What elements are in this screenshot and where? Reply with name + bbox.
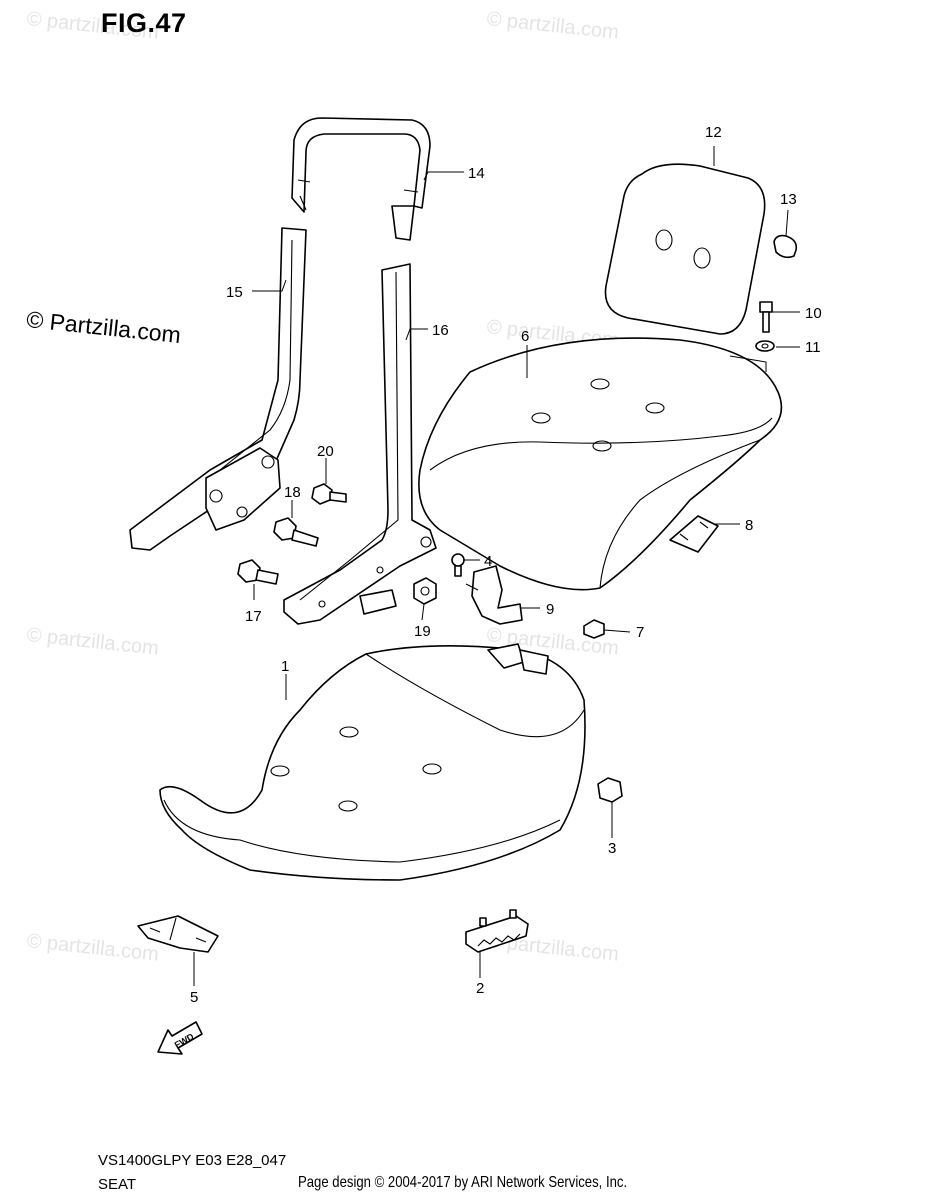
callout-10: 10: [805, 305, 822, 322]
callout-11: 11: [805, 339, 821, 356]
callout-4: 4: [484, 553, 492, 570]
fwd-arrow-icon: FWD: [157, 1021, 203, 1055]
callout-12: 12: [705, 124, 722, 141]
callout-3: 3: [608, 840, 616, 857]
part-9-seat-bracket[interactable]: [465, 565, 523, 625]
callout-15: 15: [226, 284, 243, 301]
part-6-pillion-seat[interactable]: [418, 337, 783, 591]
callout-19: 19: [414, 623, 431, 640]
part-19-nut[interactable]: [413, 577, 437, 605]
callout-6: 6: [521, 328, 529, 345]
part-12-backrest-pad[interactable]: [604, 163, 766, 335]
part-3-nut[interactable]: [597, 777, 623, 803]
callout-13: 13: [780, 191, 797, 208]
part-10-bolt[interactable]: [759, 301, 773, 333]
part-16-backrest-stay-right[interactable]: [283, 263, 437, 625]
callout-8: 8: [745, 517, 753, 534]
leader-lines: [193, 146, 800, 986]
callout-16: 16: [432, 322, 449, 339]
part-14-backrest-handle[interactable]: [291, 117, 431, 241]
part-1-rider-seat[interactable]: [159, 643, 586, 881]
part-11-washer[interactable]: [755, 340, 775, 352]
figure-label: FIG.47: [101, 8, 187, 38]
callout-17: 17: [245, 608, 262, 625]
section-name: SEAT: [98, 1176, 137, 1193]
part-20-bolt[interactable]: [311, 483, 347, 505]
callout-14: 14: [468, 165, 485, 182]
part-18-bolt[interactable]: [273, 517, 319, 547]
part-13-grommet[interactable]: [773, 234, 798, 259]
callout-5: 5: [190, 989, 198, 1006]
model-code: VS1400GLPY E03 E28_047: [98, 1152, 287, 1169]
part-5-seat-plate[interactable]: [137, 915, 219, 953]
part-17-bolt[interactable]: [237, 559, 279, 585]
callout-1: 1: [281, 658, 289, 675]
part-8-bracket[interactable]: [669, 515, 719, 553]
callout-20: 20: [317, 443, 334, 460]
part-2-rubber-damper[interactable]: [465, 909, 529, 953]
part-7-nut[interactable]: [583, 619, 605, 639]
callout-9: 9: [546, 601, 554, 618]
callout-labels: 1 2 3 4 5 6 7 8 9 10 11 12 13 14 15 16 1…: [190, 124, 822, 1006]
part-4-screw[interactable]: [451, 553, 465, 577]
callout-2: 2: [476, 980, 484, 997]
page-credit: Page design © 2004-2017 by ARI Network S…: [298, 1174, 628, 1191]
callout-7: 7: [636, 624, 644, 641]
callout-18: 18: [284, 484, 301, 501]
part-15-backrest-stay-left[interactable]: [129, 227, 307, 551]
